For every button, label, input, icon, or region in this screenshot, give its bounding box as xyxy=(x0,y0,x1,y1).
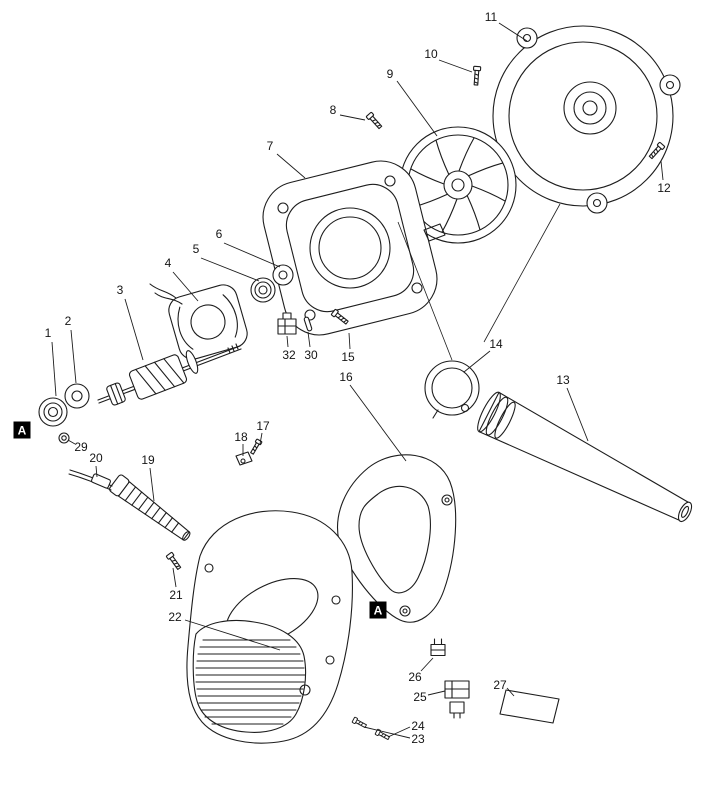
part-number-27: 27 xyxy=(493,678,507,692)
leader-line-24 xyxy=(387,726,411,738)
part-number-18: 18 xyxy=(234,430,248,444)
leader-line-22 xyxy=(184,619,281,651)
leader-line-21 xyxy=(172,567,177,588)
leader-line-29 xyxy=(67,439,76,445)
part-number-9: 9 xyxy=(386,67,394,81)
part-20-cord xyxy=(68,469,113,491)
part-16-handle-cover xyxy=(337,454,457,623)
part-1-ball-bearing xyxy=(38,397,68,427)
leader-line-23 xyxy=(363,726,411,739)
part-23-screw xyxy=(351,716,367,729)
part-25-switch xyxy=(444,680,470,719)
part-number-7: 7 xyxy=(266,139,274,153)
part-number-14: 14 xyxy=(489,337,503,351)
leader-line-27 xyxy=(506,687,515,697)
leader-line-32 xyxy=(286,335,289,348)
leader-lines xyxy=(51,22,664,739)
part-number-12: 12 xyxy=(657,181,671,195)
part-10-screw xyxy=(472,65,482,86)
leader-line-9 xyxy=(396,80,438,137)
leader-line-13 xyxy=(566,387,589,442)
part-number-5: 5 xyxy=(192,242,200,256)
leader-line-15 xyxy=(348,332,351,350)
part-number-24: 24 xyxy=(411,719,425,733)
leader-line-1 xyxy=(51,341,57,397)
part-27-label xyxy=(499,689,560,724)
leader-line-5 xyxy=(200,257,260,282)
part-6-washer xyxy=(272,264,294,286)
part-32-brush-holder xyxy=(277,312,297,335)
part-13-nozzle xyxy=(477,391,693,523)
part-21-screw xyxy=(165,551,182,570)
leader-line-11 xyxy=(498,22,528,42)
part-15-screw xyxy=(330,308,349,325)
part-number-15: 15 xyxy=(341,350,355,364)
leader-line-19 xyxy=(149,467,155,502)
part-number-26: 26 xyxy=(408,670,422,684)
leader-line-6 xyxy=(223,242,281,268)
part-number-20: 20 xyxy=(89,451,103,465)
part-number-25: 25 xyxy=(413,690,427,704)
axis-lines xyxy=(397,203,561,361)
part-number-3: 3 xyxy=(116,283,124,297)
assembly-axis-line xyxy=(397,221,453,361)
leader-line-17 xyxy=(259,432,263,445)
part-number-4: 4 xyxy=(164,256,172,270)
part-4-field xyxy=(149,283,248,360)
part-number-6: 6 xyxy=(215,227,223,241)
leader-line-30 xyxy=(307,331,311,348)
part-number-30: 30 xyxy=(304,348,318,362)
part-number-11: 11 xyxy=(484,10,498,24)
part-number-21: 21 xyxy=(169,588,183,602)
part-number-19: 19 xyxy=(141,453,155,467)
section-marker-a: A xyxy=(13,421,31,439)
leader-line-26 xyxy=(420,657,434,672)
part-22-housing xyxy=(186,510,353,744)
part-number-32: 32 xyxy=(282,348,296,362)
part-19-cord-guard xyxy=(109,474,191,541)
assembly-axis-line xyxy=(483,203,561,343)
leader-line-16 xyxy=(349,384,407,462)
part-9-fan xyxy=(399,126,517,244)
part-14-ring xyxy=(424,360,480,419)
part-18-clamp xyxy=(235,451,253,466)
part-24-screw xyxy=(374,728,390,741)
part-number-17: 17 xyxy=(256,419,270,433)
part-number-29: 29 xyxy=(74,440,88,454)
part-number-16: 16 xyxy=(339,370,353,384)
part-17-screw xyxy=(250,438,263,455)
leader-line-12 xyxy=(660,160,664,181)
part-2-washer xyxy=(64,383,90,409)
part-number-22: 22 xyxy=(168,610,182,624)
part-29-ring xyxy=(58,432,70,444)
leader-line-3 xyxy=(124,298,144,361)
part-number-2: 2 xyxy=(64,314,72,328)
leader-line-4 xyxy=(172,271,199,302)
leader-line-8 xyxy=(339,114,366,121)
part-5-washer xyxy=(250,277,276,303)
part-number-10: 10 xyxy=(424,47,438,61)
part-30-pin xyxy=(303,316,313,332)
leader-line-10 xyxy=(438,59,473,73)
part-3-armature xyxy=(97,343,242,406)
part-12-screw xyxy=(648,141,666,160)
leader-line-7 xyxy=(276,153,306,179)
part-7-motor-housing xyxy=(262,160,446,336)
section-marker-a: A xyxy=(369,601,387,619)
part-number-1: 1 xyxy=(44,326,52,340)
part-number-13: 13 xyxy=(556,373,570,387)
leader-line-14 xyxy=(463,350,491,373)
part-number-8: 8 xyxy=(329,103,337,117)
leader-line-20 xyxy=(95,465,98,478)
part-8-screw xyxy=(365,111,383,130)
part-number-23: 23 xyxy=(411,732,425,746)
leader-line-2 xyxy=(70,329,77,384)
leader-line-25 xyxy=(427,690,446,696)
part-26-connector xyxy=(430,638,446,657)
